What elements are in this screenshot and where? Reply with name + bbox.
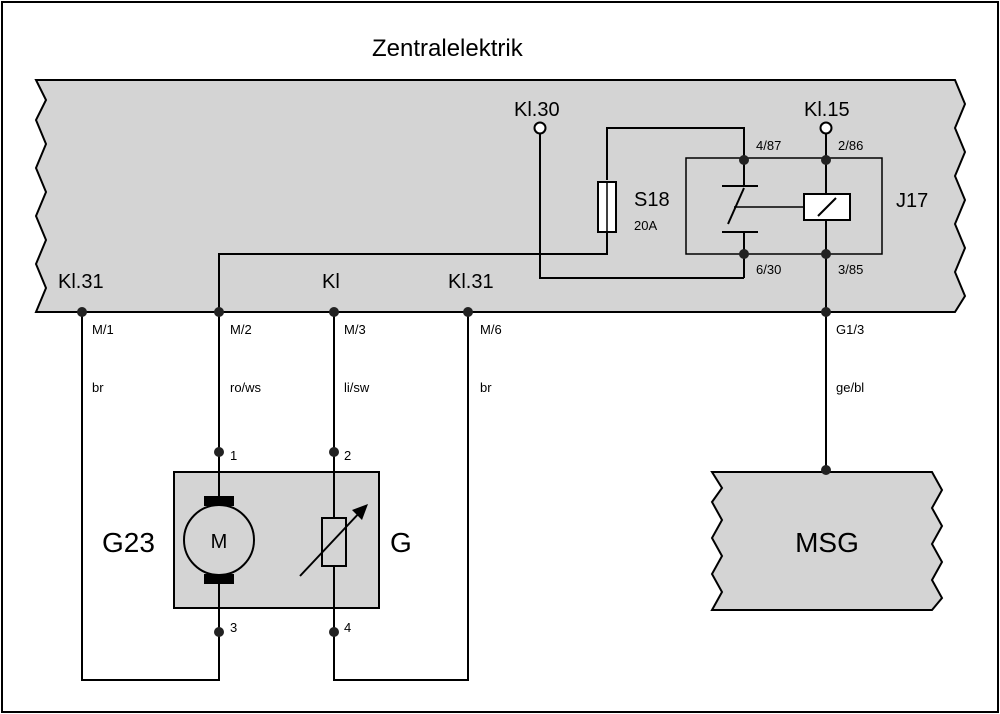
motor-brush-top <box>204 496 234 506</box>
resistor-arrow-head-icon <box>352 504 368 520</box>
connector-dot <box>77 307 87 317</box>
resistor-arrow-line <box>299 509 363 577</box>
wire-color-m1: br <box>92 380 104 395</box>
diagram-title: Zentralelektrik <box>372 35 524 62</box>
wire-color-m2: ro/ws <box>230 380 262 395</box>
kl30-label: Kl.30 <box>514 99 560 121</box>
pin-dot <box>214 627 224 637</box>
pin-1-label: 1 <box>230 448 237 463</box>
connector-m6: M/6 <box>480 322 502 337</box>
pin-4-label: 4 <box>344 620 351 635</box>
relay-box <box>685 157 883 255</box>
relay-pin-85: 3/85 <box>838 262 863 277</box>
fuse-name: S18 <box>634 189 670 211</box>
wire-fuse-to-m2 <box>218 232 608 312</box>
kl31-left-label: Kl.31 <box>58 271 104 293</box>
relay-pin-86: 2/86 <box>838 138 863 153</box>
kl-label: Kl <box>322 271 340 293</box>
junction-dot <box>739 249 749 259</box>
wire-m6-br <box>333 312 469 681</box>
kl30-terminal-icon <box>533 121 547 135</box>
wire-color-m6: br <box>480 380 492 395</box>
pin-dot <box>329 447 339 457</box>
motor-brush-bottom <box>204 574 234 584</box>
sensor-name: G <box>390 527 412 558</box>
pin-2-label: 2 <box>344 448 351 463</box>
relay-name: J17 <box>896 190 928 212</box>
wire-fuse-to-87 <box>606 127 745 180</box>
wire-color-g13: ge/bl <box>836 380 864 395</box>
connector-m2: M/2 <box>230 322 252 337</box>
fuse-rating: 20A <box>634 218 657 233</box>
pin-dot <box>214 447 224 457</box>
pin-dot <box>329 627 339 637</box>
connector-dot <box>329 307 339 317</box>
junction-dot <box>739 155 749 165</box>
junction-dot <box>821 155 831 165</box>
connector-dot <box>214 307 224 317</box>
motor-symbol: M <box>211 531 228 553</box>
relay-coil-mark <box>817 197 837 217</box>
variable-resistor-icon <box>321 517 347 567</box>
kl15-label: Kl.15 <box>804 99 850 121</box>
junction-dot <box>821 249 831 259</box>
wire-kl30 <box>539 128 744 279</box>
connector-m1: M/1 <box>92 322 114 337</box>
relay-pin-30: 6/30 <box>756 262 781 277</box>
msg-label: MSG <box>795 527 859 558</box>
motor-icon <box>183 504 255 576</box>
motor-name: G23 <box>102 527 155 558</box>
pin-3-label: 3 <box>230 620 237 635</box>
connector-g13: G1/3 <box>836 322 864 337</box>
wire-m1-br <box>81 312 220 681</box>
kl15-terminal-icon <box>819 121 833 135</box>
msg-control-unit <box>710 471 944 611</box>
msg-pin-dot <box>821 465 831 475</box>
connector-m3: M/3 <box>344 322 366 337</box>
relay-switch-blade <box>727 187 745 225</box>
connector-dot <box>821 307 831 317</box>
kl31-right-label: Kl.31 <box>448 271 494 293</box>
relay-pin-87: 4/87 <box>756 138 781 153</box>
wire-color-m3: li/sw <box>344 380 370 395</box>
connector-dot <box>463 307 473 317</box>
